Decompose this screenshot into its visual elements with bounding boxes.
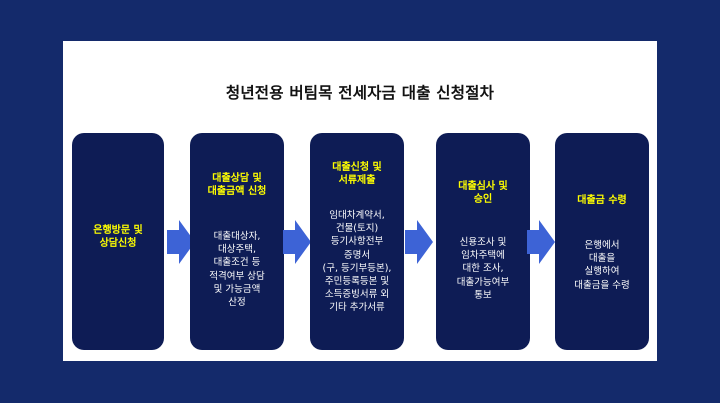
slide-panel: 청년전용 버팀목 전세자금 대출 신청절차 은행방문 및 상담신청 대출상담 및…	[63, 41, 657, 361]
arrow-right-icon	[527, 220, 555, 264]
arrow-right-icon	[283, 220, 311, 264]
step-2-body: 대출대상자, 대상주택, 대출조건 등 적격여부 상담 및 가능금액 산정	[209, 231, 265, 309]
step-3-heading: 대출신청 및 서류제출	[332, 162, 382, 186]
step-box-1: 은행방문 및 상담신청	[72, 133, 164, 350]
step-box-5: 대출금 수령 은행에서 대출을 실행하여 대출금을 수령	[555, 133, 649, 350]
step-5-heading: 대출금 수령	[577, 195, 627, 206]
step-box-4: 대출심사 및 승인 신용조사 및 임차주택에 대한 조사, 대출가능여부 통보	[436, 133, 530, 350]
arrow-right-icon	[167, 220, 195, 264]
arrow-right-icon	[405, 220, 433, 264]
step-4-heading: 대출심사 및 승인	[458, 181, 508, 205]
step-4-body: 신용조사 및 임차주택에 대한 조사, 대출가능여부 통보	[456, 237, 510, 301]
step-3-body: 임대차계약서, 건물(토지) 등기사항전부 증명서 (구, 등기부등본), 주민…	[322, 210, 392, 314]
diagram-title: 청년전용 버팀목 전세자금 대출 신청절차	[225, 84, 495, 102]
step-box-3: 대출신청 및 서류제출 임대차계약서, 건물(토지) 등기사항전부 증명서 (구…	[310, 133, 404, 350]
step-box-2: 대출상담 및 대출금액 신청 대출대상자, 대상주택, 대출조건 등 적격여부 …	[190, 133, 284, 350]
step-5-body: 은행에서 대출을 실행하여 대출금을 수령	[574, 240, 630, 291]
step-1-heading: 은행방문 및 상담신청	[93, 225, 143, 249]
step-2-heading: 대출상담 및 대출금액 신청	[207, 173, 267, 197]
